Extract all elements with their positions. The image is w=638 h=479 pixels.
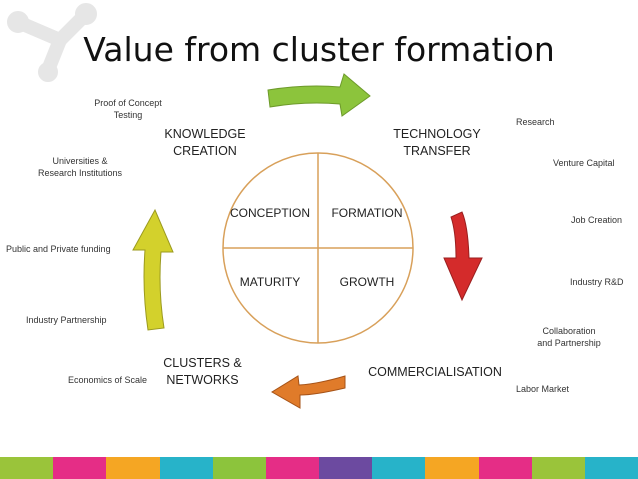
color-stripe <box>0 457 638 479</box>
stripe-segment <box>319 457 373 479</box>
quadrant-maturity: MATURITY <box>239 275 301 289</box>
quadrant-growth: GROWTH <box>339 275 395 289</box>
curved-arrow-icon <box>271 375 346 409</box>
molecule-logo-icon <box>7 3 97 82</box>
stripe-segment <box>106 457 160 479</box>
note-industry-partnership: Industry Partnership <box>26 315 107 325</box>
curved-arrow-icon <box>132 208 174 331</box>
note-proof-of-concept: Proof of Concept Testing <box>94 98 162 120</box>
note-public-private-funding: Public and Private funding <box>6 244 111 254</box>
note-industry-rd: Industry R&D <box>570 277 624 287</box>
stripe-segment <box>159 457 213 479</box>
stage-commercialisation: COMMERCIALISATION <box>368 365 502 379</box>
page-title: Value from cluster formation <box>83 30 555 69</box>
note-economics-of-scale: Economics of Scale <box>68 375 148 385</box>
stage-knowledge-creation: KNOWLEDGE CREATION <box>164 127 246 158</box>
curved-arrow-icon <box>267 73 371 117</box>
stripe-segment <box>265 457 320 479</box>
note-venture-capital: Venture Capital <box>553 158 615 168</box>
stripe-segment <box>0 457 54 479</box>
curved-arrow-icon <box>443 211 483 302</box>
quadrant-formation: FORMATION <box>331 206 403 220</box>
lifecycle-circle <box>222 152 414 344</box>
note-job-creation: Job Creation <box>571 215 623 225</box>
stage-clusters-networks: CLUSTERS & NETWORKS <box>163 356 242 387</box>
stripe-segment <box>425 457 479 479</box>
note-research: Research <box>516 117 555 127</box>
stripe-segment <box>212 457 266 479</box>
note-labor-market: Labor Market <box>516 384 570 394</box>
stripe-segment <box>478 457 532 479</box>
stripe-segment <box>584 457 638 479</box>
stripe-segment <box>372 457 426 479</box>
note-collaboration: Collaboration and Partnership <box>537 326 601 348</box>
stage-technology-transfer: TECHNOLOGY TRANSFER <box>393 127 481 158</box>
stripe-segment <box>531 457 585 479</box>
quadrant-conception: CONCEPTION <box>229 206 310 220</box>
stripe-segment <box>53 457 107 479</box>
note-universities: Universities & Research Institutions <box>37 156 123 178</box>
